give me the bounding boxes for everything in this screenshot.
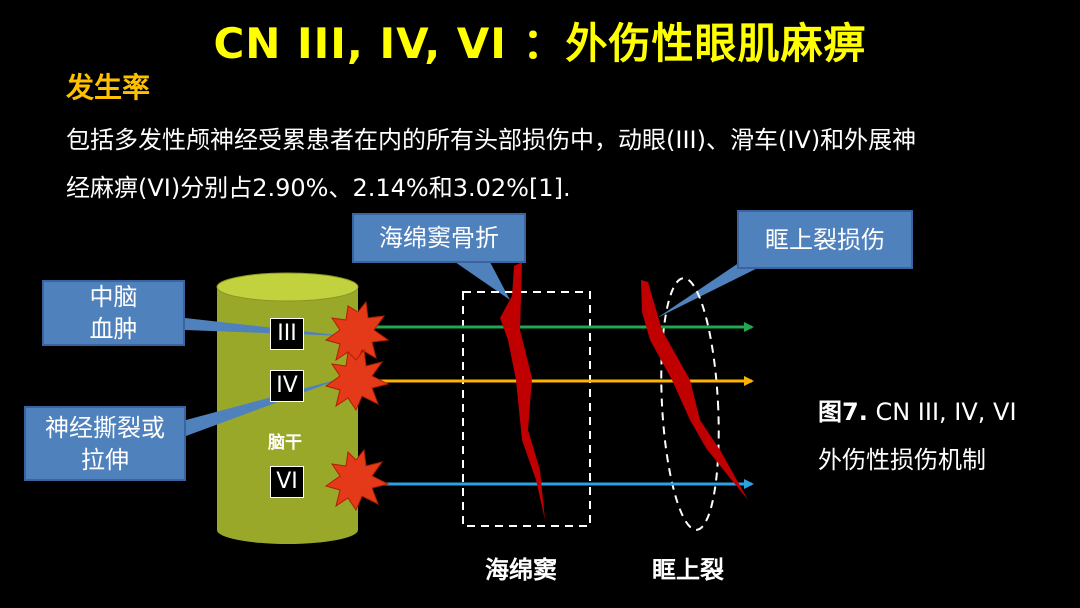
orbital-fissure-ellipse — [660, 277, 720, 531]
cavernous-sinus-box — [462, 291, 591, 527]
slide-title: CN III, IV, VI ：外伤性眼肌麻痹 — [213, 19, 867, 68]
orbital-fissure-injury-callout: 眶上裂损伤 — [737, 210, 913, 269]
nerve-tear-callout: 神经撕裂或 拉伸 — [24, 406, 186, 481]
midbrain-connector — [185, 318, 346, 336]
midbrain-callout-line-2: 血肿 — [89, 315, 138, 343]
figure-caption: 图7. CN III, IV, VI 外伤性损伤机制 — [818, 388, 1017, 484]
injury-burst-vi — [324, 448, 390, 512]
caption-figure-number: 图7. — [818, 398, 868, 426]
caption-nerves: CN III, IV, VI — [867, 398, 1017, 426]
nerve-label-iii: III — [270, 318, 304, 350]
brainstem-label: 脑干 — [268, 433, 302, 453]
subheading: 发生率 — [66, 71, 151, 104]
cavernous-fracture-line — [500, 262, 545, 520]
nerve-tear-callout-line-2: 拉伸 — [81, 445, 129, 474]
paragraph-line-1: 包括多发性颅神经受累患者在内的所有头部损伤中，动眼(III)、滑车(IV)和外展… — [66, 126, 917, 154]
nerve-tear-callout-line-1: 神经撕裂或 — [45, 413, 165, 442]
cavernous-connector — [455, 262, 510, 300]
nerve-label-iv: IV — [270, 370, 304, 402]
paragraph: 包括多发性颅神经受累患者在内的所有头部损伤中，动眼(III)、滑车(IV)和外展… — [66, 116, 1026, 212]
orbital-fissure-label: 眶上裂 — [652, 556, 724, 584]
orbital-fissure-fracture-line — [641, 280, 748, 500]
caption-line-2: 外伤性损伤机制 — [818, 446, 986, 474]
cavernous-fracture-callout: 海绵窦骨折 — [352, 213, 526, 263]
midbrain-hematoma-callout: 中脑 血肿 — [42, 280, 185, 346]
paragraph-line-2: 经麻痹(VI)分别占2.90%、2.14%和3.02%[1]. — [66, 174, 571, 202]
cavernous-sinus-label: 海绵窦 — [485, 556, 557, 584]
injury-burst-iv — [324, 348, 390, 412]
nerve-label-vi: VI — [270, 466, 304, 498]
midbrain-callout-line-1: 中脑 — [89, 283, 138, 311]
caption-line-1: 图7. CN III, IV, VI — [818, 388, 1017, 436]
